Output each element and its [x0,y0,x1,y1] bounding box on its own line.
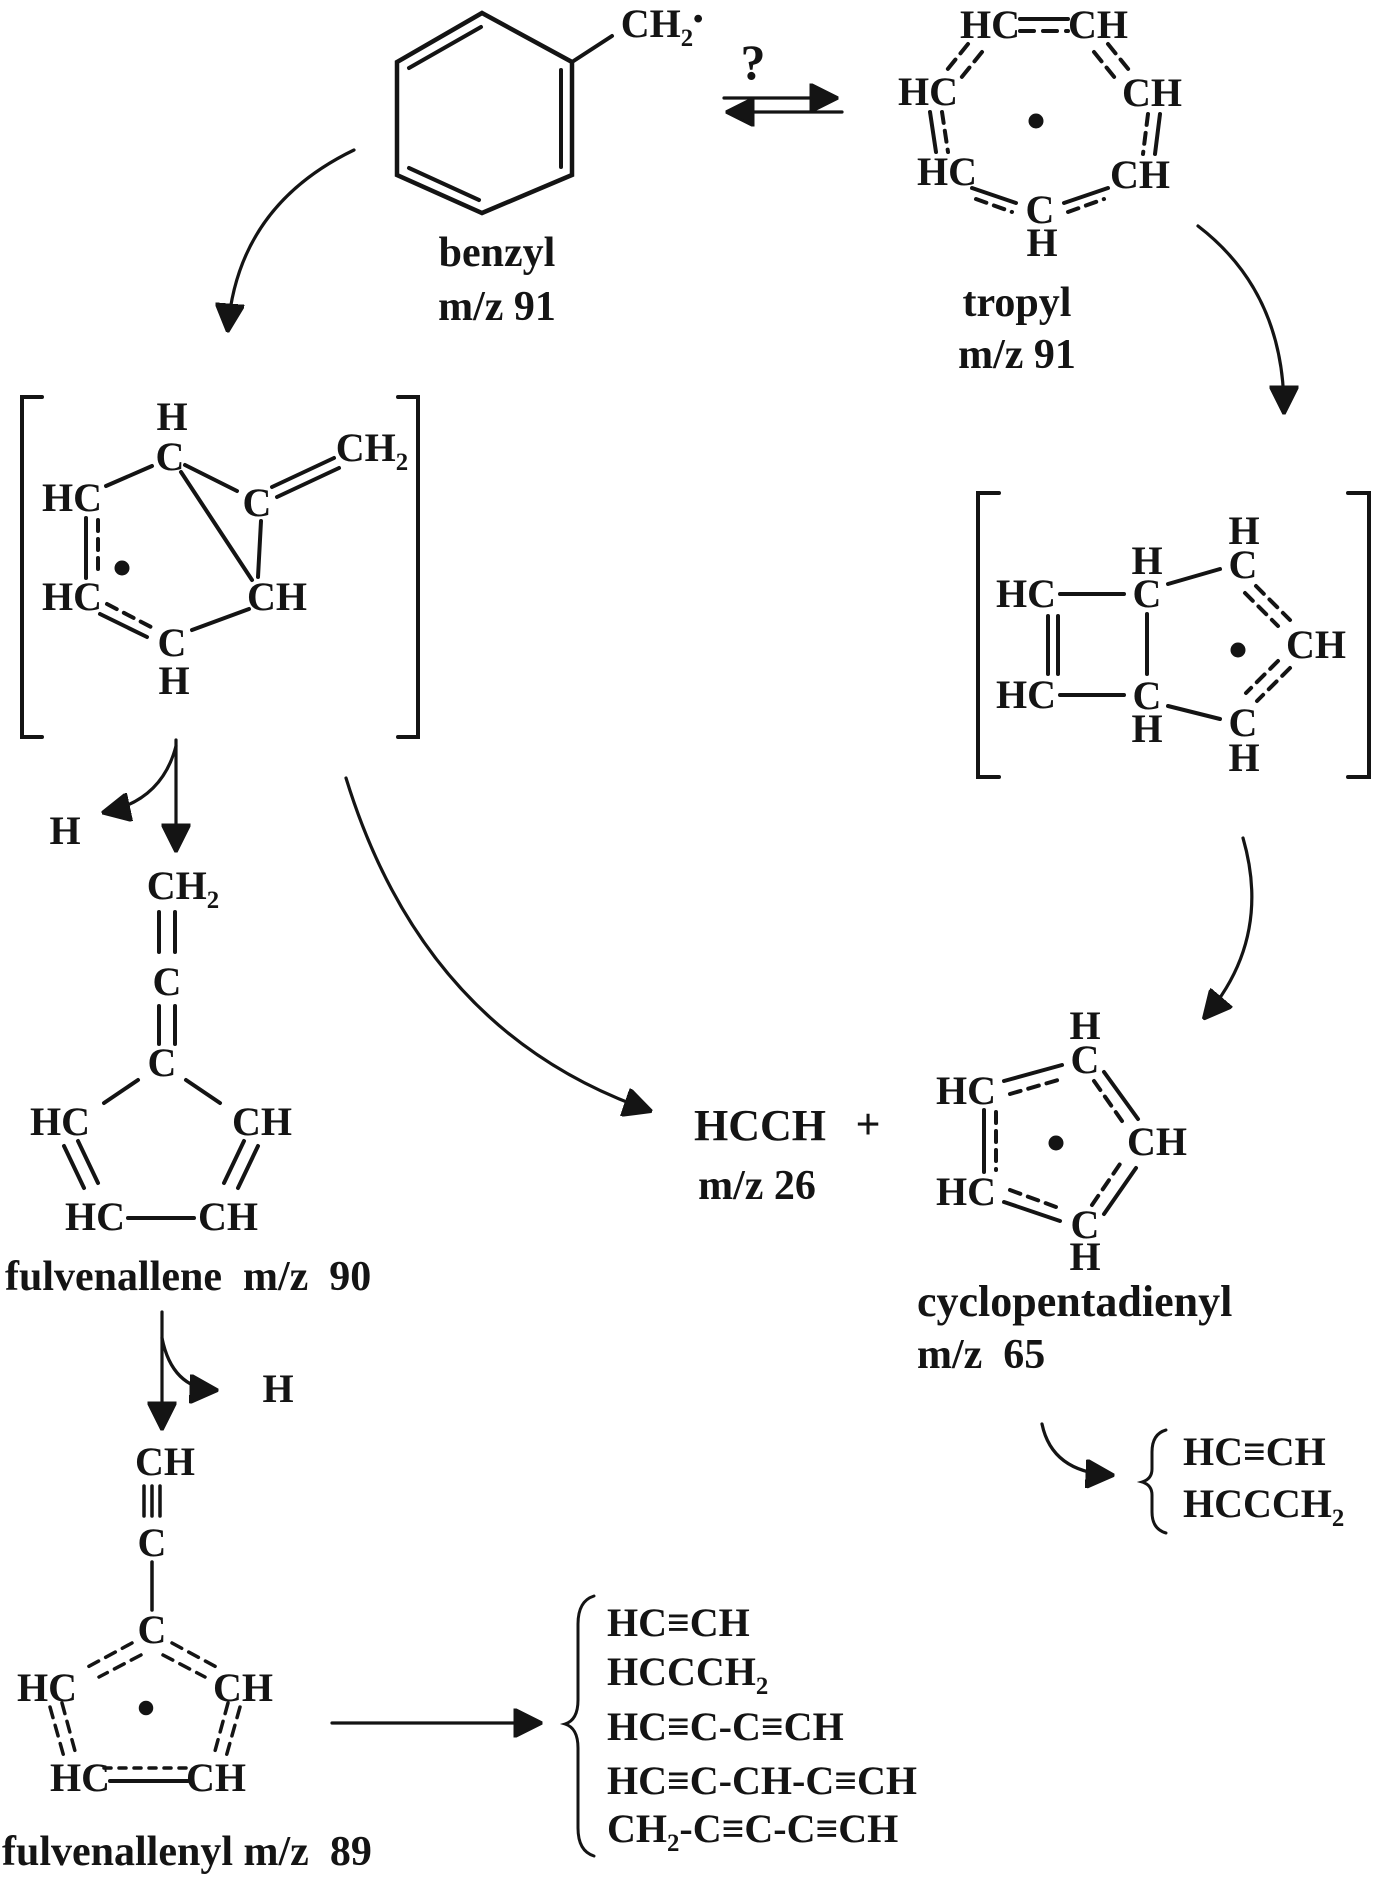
benzyl-mz-label: m/z 91 [438,284,556,330]
cyclopentadienyl-atom: CH [1127,1119,1187,1164]
hydrogen-atom-label: H [262,1366,294,1411]
acetylene-formula: HCCH [694,1101,826,1150]
cyclopentadienyl-name-label: cyclopentadienyl [917,1277,1233,1326]
intermediate-left-atom: HC [42,475,102,520]
radical-dot [138,1700,154,1716]
intermediate-left-ch2-label: CH2 [335,425,409,477]
fulvenallene-name-label: fulvenallene m/z 90 [5,1254,372,1300]
radical-dot [1230,642,1246,658]
benzyl-ch2-radical-label: CH2• [620,1,704,53]
cyclopentadienyl-structure [982,1063,1140,1223]
radical-dot [1048,1135,1064,1151]
cyclopentadienyl-mz-label: m/z 65 [917,1332,1046,1378]
intermediate-right-atom: C [1132,673,1162,718]
benzyl-structure [394,10,614,216]
intermediate-left-atom: C [155,434,185,479]
arrow-cyclopentadienyl-to-products [1040,1422,1110,1475]
fulvenallenyl-atom: CH [135,1439,195,1484]
fulvenallenyl-atom: C [137,1607,167,1652]
cyclopentadienyl-atom: H [1069,1234,1101,1279]
tropyl-atom: CH [1068,2,1128,47]
bracket-left-close [396,395,420,739]
fulvenallene-atom: HC [65,1194,125,1239]
cyclopentadienyl-atom: HC [936,1068,996,1113]
tropyl-atom: CH [1122,70,1182,115]
hydrogen-atom-label: H [49,808,81,853]
intermediate-right-atom: H [1228,735,1260,780]
cyclopentadienyl-atom: C [1070,1202,1100,1247]
arrow-benzyl-to-intermediate [228,148,356,328]
cyclopentadienyl-atom: H [1069,1003,1101,1048]
final-product-line: HC≡CH [607,1600,750,1645]
cyclopentadienyl-atom: C [1070,1037,1100,1082]
fulvenallenyl-atom: HC [50,1755,110,1800]
fulvenallene-atom: CH [232,1099,292,1144]
fulvenallene-atom: CH [198,1194,258,1239]
intermediate-right-atom: H [1131,538,1163,583]
fulvenallene-atom: C [147,1040,177,1085]
final-product-line: HCCCH2 [607,1649,769,1701]
final-product-line: HC≡C-CH-C≡CH [607,1758,917,1803]
fulvenallene-atom: C [152,959,182,1004]
tropyl-structure [928,17,1162,214]
intermediate-left-atom: CH [247,574,307,619]
fulvenallenyl-atom: HC [17,1665,77,1710]
tropyl-mz-label: m/z 91 [958,332,1076,378]
brace-cp-products [1136,1428,1168,1535]
arrow-tropyl-to-intermediate [1196,224,1284,410]
acetylene-mz-label: m/z 26 [698,1163,816,1209]
tropyl-atom: H [1026,220,1058,265]
tropyl-atom: HC [960,2,1020,47]
intermediate-right-atom: CH [1286,622,1346,667]
final-product-line: HC≡C-C≡CH [607,1704,844,1749]
intermediate-right-atom: HC [996,672,1056,717]
final-product-line: CH2-C≡C-C≡CH [607,1806,899,1858]
tropyl-atom: HC [898,69,958,114]
intermediate-left-atom: C [157,620,187,665]
brace-final-products [559,1594,596,1858]
arrow-h-loss-1 [106,744,178,812]
fulvenallene-structure [62,910,260,1220]
radical-dot [114,560,130,576]
tropyl-atom: HC [917,149,977,194]
intermediate-left-atom: HC [42,574,102,619]
intermediate-right-atom: HC [996,571,1056,616]
benzyl-name-label: benzyl [438,230,556,276]
fulvenallenyl-structure [48,1484,242,1783]
fulvenallene-ch2-label: CH2 [146,863,220,915]
bracket-right-open [976,491,1001,779]
tropyl-name-label: tropyl [962,280,1072,326]
intermediate-left-atom: H [156,394,188,439]
radical-dot [1028,113,1044,129]
bracket-right-close [1346,491,1371,779]
fulvenallene-atom: HC [30,1099,90,1144]
plus-sign: + [855,1100,881,1149]
arrow-intermediate-to-acetylene [344,776,648,1110]
intermediate-left-structure [20,395,420,739]
intermediate-right-atom: H [1228,508,1260,553]
intermediate-left-atom: C [242,480,272,525]
intermediate-left-atom: H [158,658,190,703]
cp-product-line: HC≡CH [1183,1429,1326,1474]
bracket-left-open [20,395,44,739]
fulvenallenyl-atom: CH [186,1755,246,1800]
tropyl-atom: C [1025,187,1055,232]
intermediate-right-atom: C [1132,571,1162,616]
fulvenallenyl-atom: CH [213,1665,273,1710]
intermediate-right-structure [976,491,1371,779]
arrow-h-loss-2 [160,1336,214,1390]
fulvenallenyl-name-label: fulvenallenyl m/z 89 [2,1829,372,1875]
isomerization-question-mark: ? [740,34,766,90]
tropyl-atom: CH [1110,152,1170,197]
fulvenallenyl-atom: C [137,1520,167,1565]
intermediate-right-atom: C [1228,700,1258,745]
cyclopentadienyl-atom: HC [936,1169,996,1214]
cp-product-line: HCCCH2 [1183,1481,1345,1533]
arrow-intermediate-to-cyclopentadienyl [1206,836,1254,1016]
intermediate-right-atom: H [1131,706,1163,751]
intermediate-right-atom: C [1228,542,1258,587]
